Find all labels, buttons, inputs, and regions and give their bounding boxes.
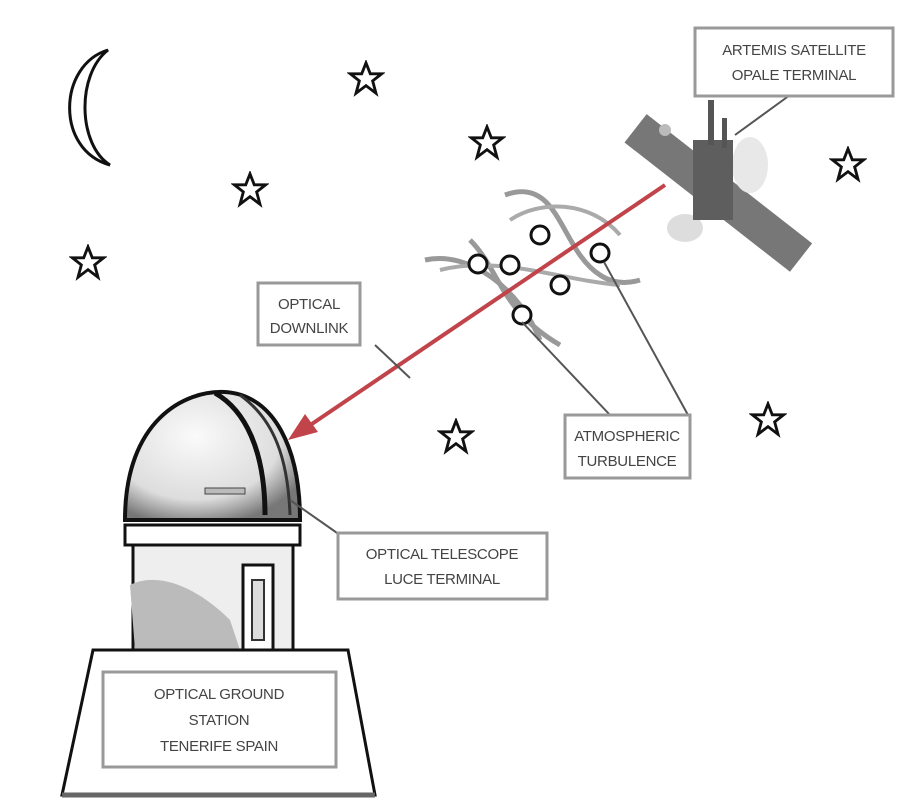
star-icon: [438, 419, 474, 453]
star-icon: [830, 147, 866, 181]
label-line: OPTICAL GROUND: [154, 686, 285, 703]
star-icon: [232, 172, 268, 206]
label-line: TURBULENCE: [578, 453, 677, 470]
stars: [70, 61, 866, 453]
label-line: ARTEMIS SATELLITE: [722, 42, 866, 59]
label-line: STATION: [189, 712, 250, 729]
star-icon: [70, 245, 106, 279]
label-line: OPTICAL TELESCOPE: [366, 546, 519, 563]
label-downlink: OPTICAL DOWNLINK: [256, 281, 362, 347]
moon-icon: [68, 48, 111, 167]
artemis-satellite: [624, 100, 813, 272]
optical-downlink-arrow: [288, 183, 667, 440]
label-satellite: ARTEMIS SATELLITE OPALE TERMINAL: [693, 26, 895, 98]
label-line: DOWNLINK: [270, 320, 349, 337]
label-telescope: OPTICAL TELESCOPE LUCE TERMINAL: [336, 531, 549, 601]
star-icon: [348, 61, 384, 95]
star-icon: [469, 125, 505, 159]
star-icon: [750, 402, 786, 436]
observatory-dome: [122, 389, 303, 652]
label-line: OPALE TERMINAL: [732, 67, 856, 84]
label-turbulence: ATMOSPHERIC TURBULENCE: [563, 413, 692, 480]
label-ground-station: OPTICAL GROUND STATION TENERIFE SPAIN: [101, 670, 338, 769]
label-line: LUCE TERMINAL: [384, 571, 500, 588]
label-line: OPTICAL: [278, 296, 340, 313]
atmospheric-turbulence: [424, 189, 641, 348]
label-line: ATMOSPHERIC: [574, 428, 680, 445]
label-line: TENERIFE SPAIN: [160, 738, 278, 755]
